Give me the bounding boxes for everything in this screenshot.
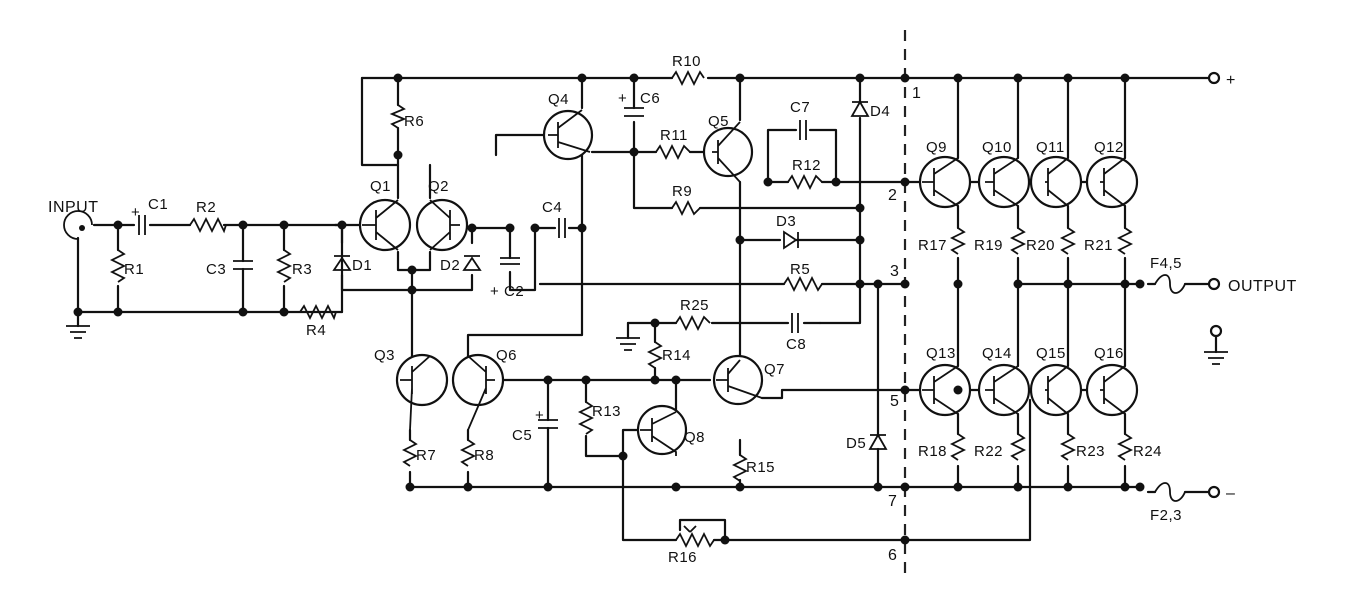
- label-d2: D2: [440, 257, 460, 274]
- resistor-symbols: [109, 69, 1134, 549]
- label-r18: R18: [918, 443, 947, 460]
- label-d1: D1: [352, 257, 372, 274]
- diode-symbols: [332, 100, 888, 450]
- polarity-c1: +: [131, 204, 140, 221]
- label-f45: F4,5: [1150, 255, 1182, 272]
- r16-wiper-arrow: [683, 525, 697, 533]
- label-r6: R6: [404, 113, 424, 130]
- output-terminal: [1207, 277, 1221, 291]
- label-r19: R19: [974, 237, 1003, 254]
- ground-terminal: [1209, 324, 1223, 338]
- label-q4: Q4: [548, 91, 569, 108]
- label-r13: R13: [592, 403, 621, 420]
- label-q16: Q16: [1094, 345, 1124, 362]
- label-d4: D4: [870, 103, 890, 120]
- label-q8: Q8: [684, 429, 705, 446]
- point-5: 5: [890, 393, 899, 410]
- label-r10: R10: [672, 53, 701, 70]
- label-r1: R1: [124, 261, 144, 278]
- input-label: INPUT: [48, 199, 99, 216]
- point-6: 6: [888, 547, 897, 564]
- label-q12: Q12: [1094, 139, 1124, 156]
- label-c3: C3: [206, 261, 226, 278]
- label-r20: R20: [1026, 237, 1055, 254]
- label-c7: C7: [790, 99, 810, 116]
- label-r11: R11: [660, 127, 688, 144]
- label-r14: R14: [662, 347, 691, 364]
- label-r25: R25: [680, 297, 709, 314]
- polarity-c5: +: [535, 407, 544, 424]
- junction-dots: [73, 73, 1145, 545]
- point-2: 2: [888, 187, 897, 204]
- label-r7: R7: [416, 447, 436, 464]
- component-labels: INPUT + OUTPUT – R1 R2 R3 R4 R5 R6 R7 R8…: [48, 53, 1297, 566]
- label-r3: R3: [292, 261, 312, 278]
- fuse-symbols: [1154, 274, 1186, 502]
- label-r8: R8: [474, 447, 494, 464]
- label-c8: C8: [786, 336, 806, 353]
- minus-terminal-label: –: [1226, 485, 1235, 502]
- label-f23: F2,3: [1150, 507, 1182, 524]
- output-label: OUTPUT: [1228, 278, 1297, 295]
- label-c4: C4: [542, 199, 562, 216]
- label-q11: Q11: [1036, 139, 1065, 156]
- label-c5: C5: [512, 427, 532, 444]
- label-r17: R17: [918, 237, 947, 254]
- plus-terminal-label: +: [1226, 72, 1236, 89]
- polarity-c6: +: [618, 90, 627, 107]
- label-c6: C6: [640, 90, 660, 107]
- label-q13: Q13: [926, 345, 956, 362]
- label-r5: R5: [790, 261, 810, 278]
- plus-terminal: [1207, 71, 1221, 85]
- label-r12: R12: [792, 157, 821, 174]
- label-q1: Q1: [370, 178, 391, 195]
- label-r23: R23: [1076, 443, 1105, 460]
- label-q5: Q5: [708, 113, 729, 130]
- input-jack: [63, 210, 93, 240]
- ground-symbols: [66, 325, 1228, 365]
- label-d3: D3: [776, 213, 796, 230]
- capacitor-symbols: [138, 107, 807, 429]
- polarity-c2: +: [490, 283, 499, 300]
- label-q3: Q3: [374, 347, 395, 364]
- label-q14: Q14: [982, 345, 1012, 362]
- label-r16: R16: [668, 549, 697, 566]
- label-r2: R2: [196, 199, 216, 216]
- label-q9: Q9: [926, 139, 947, 156]
- label-r15: R15: [746, 459, 775, 476]
- label-r21: R21: [1084, 237, 1113, 254]
- point-1: 1: [912, 85, 921, 102]
- label-c2: C2: [504, 283, 524, 300]
- label-q15: Q15: [1036, 345, 1066, 362]
- minus-terminal: [1207, 485, 1221, 499]
- point-7: 7: [888, 493, 897, 510]
- label-q6: Q6: [496, 347, 517, 364]
- label-r4: R4: [306, 322, 326, 339]
- point-3: 3: [890, 263, 899, 280]
- label-c1: C1: [148, 196, 168, 213]
- label-r22: R22: [974, 443, 1003, 460]
- transistor-symbols: [358, 109, 1139, 456]
- label-r24: R24: [1133, 443, 1162, 460]
- label-q10: Q10: [982, 139, 1012, 156]
- label-q2: Q2: [428, 178, 449, 195]
- label-r9: R9: [672, 183, 692, 200]
- label-q7: Q7: [764, 361, 785, 378]
- label-d5: D5: [846, 435, 866, 452]
